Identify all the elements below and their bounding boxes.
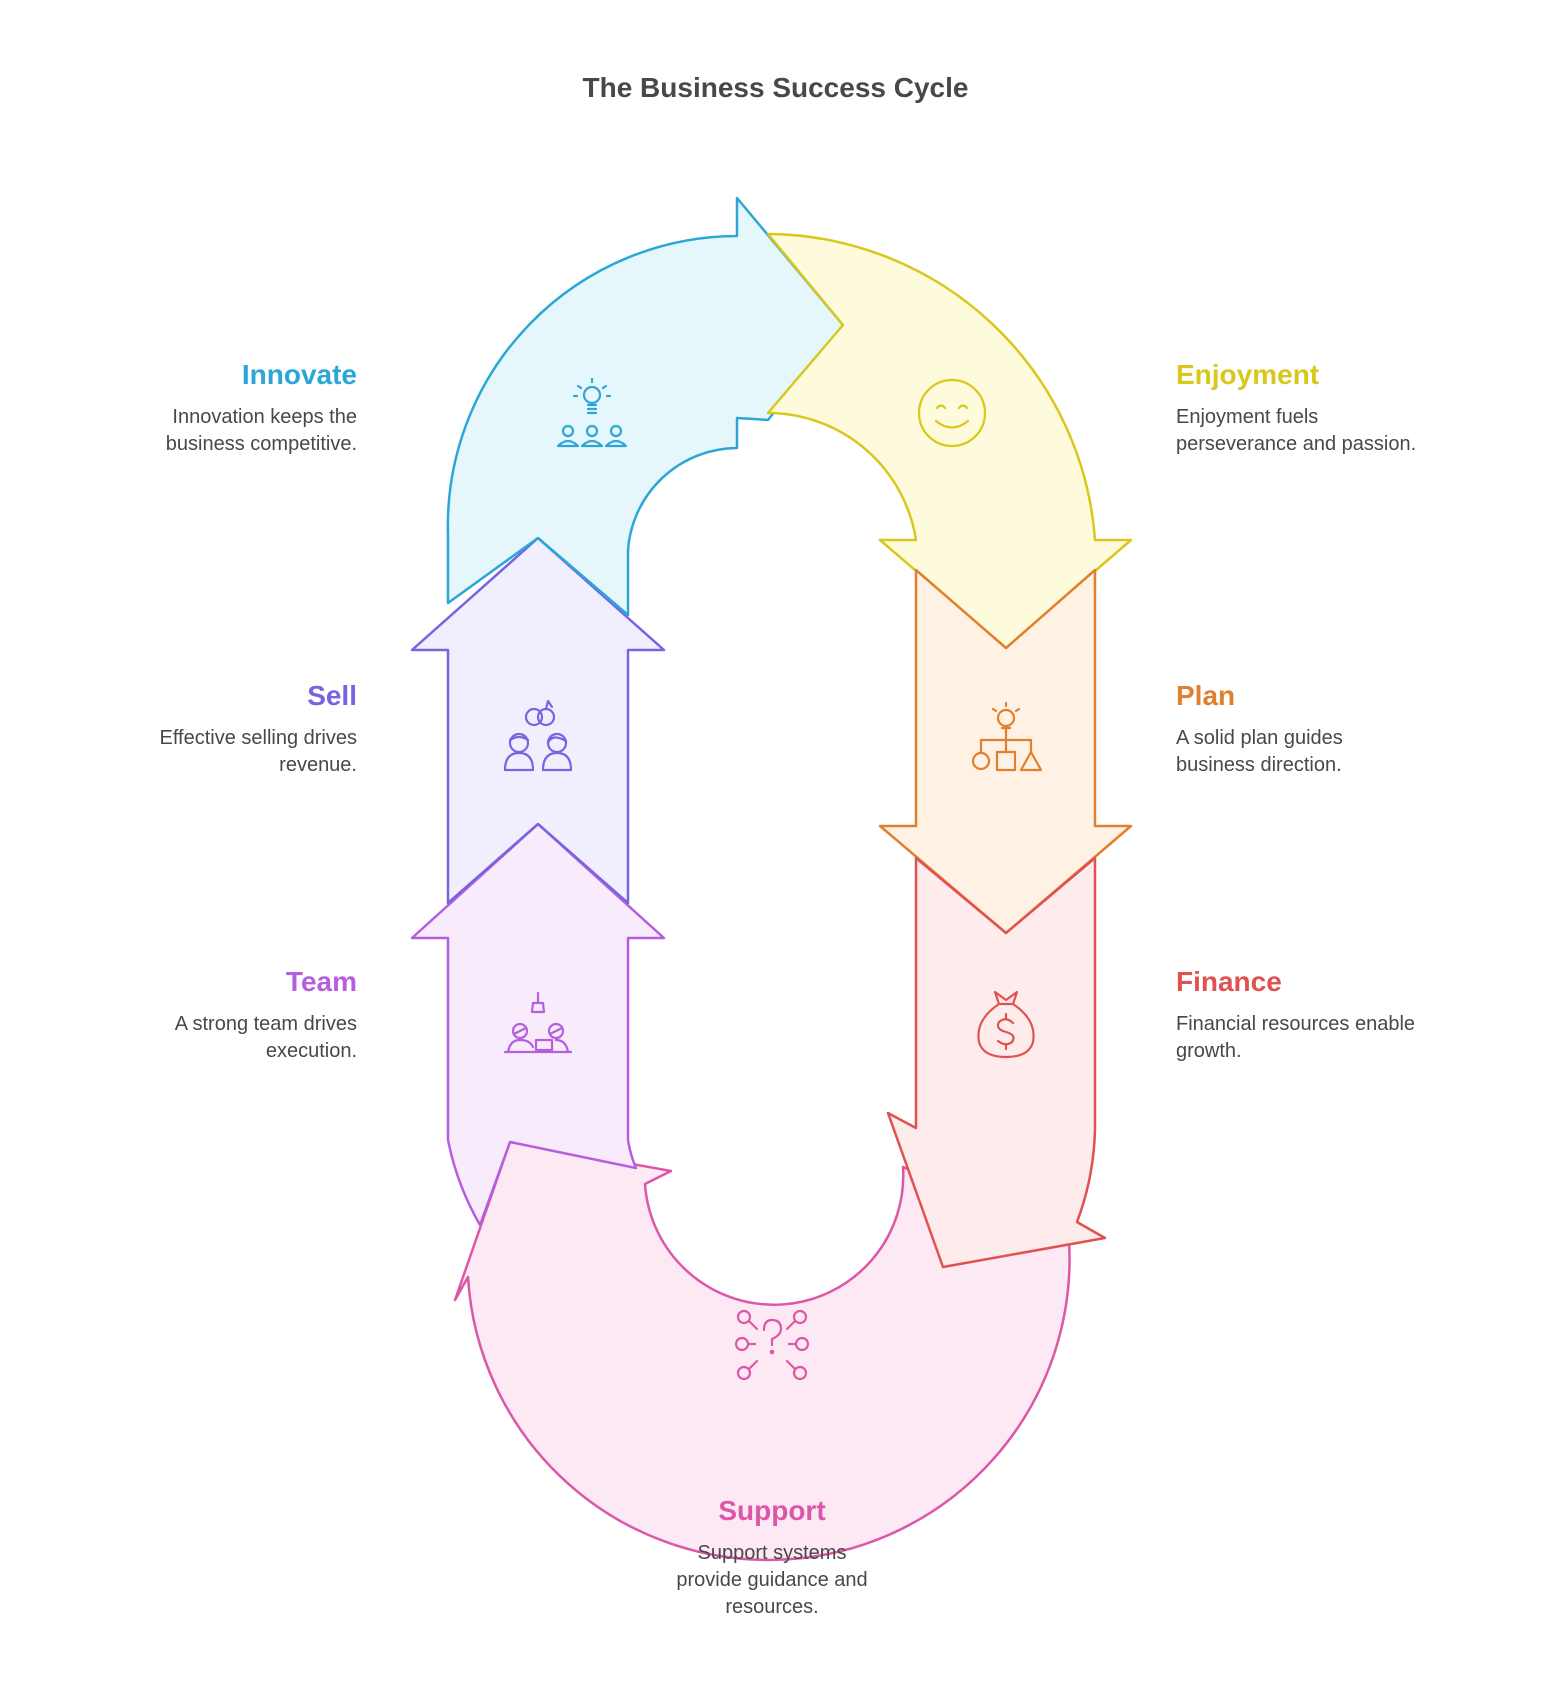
stage-support-name: Support <box>718 1495 826 1526</box>
enjoyment-arrow <box>766 232 1133 650</box>
stage-team: Team A strong team drives execution. <box>17 965 357 1065</box>
stage-innovate: Innovate Innovation keeps the business c… <box>17 358 357 458</box>
stage-sell: Sell Effective selling drives revenue. <box>17 679 358 779</box>
money-bag-icon <box>977 990 1035 1059</box>
lightbulb-team-icon <box>556 377 628 448</box>
idea-flowchart-icon <box>971 701 1043 772</box>
stage-plan-description: A solid plan guides business direction. <box>1176 727 1343 776</box>
stage-support: Support Support systems provide guidance… <box>602 1494 942 1621</box>
stage-plan-name: Plan <box>1176 680 1236 711</box>
stage-team-name: Team <box>285 966 357 997</box>
stage-enjoyment-name: Enjoyment <box>1176 359 1320 390</box>
sales-people-icon <box>503 699 573 772</box>
stage-finance-name: Finance <box>1176 966 1282 997</box>
stage-enjoyment-description: Enjoyment fuels perseverance and passion… <box>1176 406 1417 455</box>
diagram-title: The Business Success Cycle <box>582 72 969 103</box>
team-arrow <box>410 822 666 1227</box>
stage-finance: Finance Financial resources enable growt… <box>1176 965 1516 1065</box>
stage-innovate-description: Innovation keeps the business competitiv… <box>165 406 357 455</box>
team-meeting-icon <box>503 991 573 1054</box>
finance-arrow <box>886 856 1107 1269</box>
stage-enjoyment: Enjoyment Enjoyment fuels perseverance a… <box>1176 358 1516 458</box>
innovate-arrow <box>446 196 845 617</box>
support-arrow <box>453 1140 1071 1562</box>
stage-team-description: A strong team drives execution. <box>174 1013 357 1062</box>
stage-plan: Plan A solid plan guides business direct… <box>1176 679 1516 779</box>
question-network-icon <box>734 1309 810 1381</box>
stage-sell-description: Effective selling drives revenue. <box>159 727 358 776</box>
stage-finance-description: Financial resources enable growth. <box>1176 1013 1416 1062</box>
stage-sell-name: Sell <box>307 680 357 711</box>
stage-innovate-name: Innovate <box>241 359 357 390</box>
stage-support-description: Support systems provide guidance and res… <box>676 1542 868 1618</box>
smiley-face-icon <box>917 378 987 448</box>
